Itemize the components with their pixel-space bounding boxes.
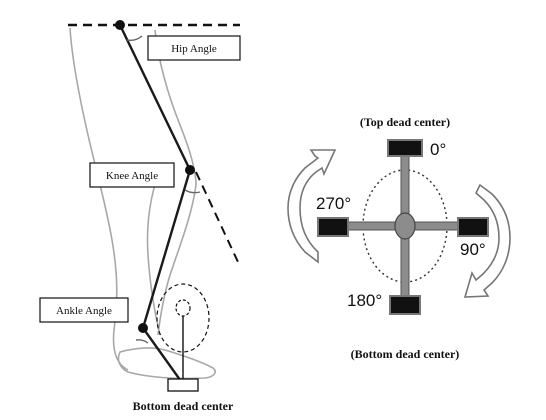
foot-segment bbox=[142, 327, 184, 385]
knee-angle-arc bbox=[184, 189, 201, 194]
bottom-dead-center-paren-label: (Bottom dead center) bbox=[351, 347, 460, 361]
pedal-90 bbox=[457, 217, 489, 237]
degree-180-label: 180° bbox=[347, 291, 382, 310]
ankle-angle-label-box: Ankle Angle bbox=[39, 297, 129, 323]
degree-270-label: 270° bbox=[316, 194, 351, 213]
shin-segment bbox=[141, 169, 192, 329]
hip-angle-label-box: Hip Angle bbox=[147, 35, 241, 61]
crank-hub bbox=[394, 212, 416, 240]
hip-angle-arc bbox=[126, 35, 143, 42]
crank-diagram: (Top dead center) 0° 90° 180° 270° (Bott… bbox=[287, 115, 511, 361]
pedal-box bbox=[167, 378, 199, 392]
top-dead-center-label: (Top dead center) bbox=[360, 115, 450, 129]
calf-outline-back bbox=[146, 169, 161, 336]
knee-angle-label: Knee Angle bbox=[106, 170, 158, 182]
leg-skeleton bbox=[118, 24, 192, 385]
left-rotation-arrow-icon bbox=[287, 149, 337, 264]
ankle-joint bbox=[138, 323, 148, 333]
pedals bbox=[317, 139, 489, 315]
degree-90-label: 90° bbox=[460, 240, 486, 259]
degree-0-label: 0° bbox=[430, 140, 446, 159]
pedal-180 bbox=[389, 295, 421, 315]
thigh-segment bbox=[118, 24, 192, 171]
hip-angle-label: Hip Angle bbox=[171, 43, 217, 55]
knee-extension-dashed-line bbox=[195, 171, 239, 263]
shin-outline-front bbox=[157, 184, 197, 336]
ankle-angle-arc bbox=[135, 339, 149, 344]
right-rotation-arrow-icon bbox=[463, 183, 511, 298]
pedal-0 bbox=[387, 139, 423, 157]
knee-angle-label-box: Knee Angle bbox=[89, 162, 175, 188]
pedal-spindle-dashed bbox=[175, 299, 191, 317]
leg-diagram: Hip Angle Knee Angle Ankle Angle Bottom … bbox=[39, 20, 241, 413]
bottom-dead-center-label: Bottom dead center bbox=[133, 399, 234, 413]
pedal-circle-dashed bbox=[156, 283, 210, 353]
pedal-270 bbox=[317, 217, 349, 237]
hip-joint bbox=[115, 20, 125, 30]
knee-joint bbox=[185, 165, 195, 175]
leg-outline-back bbox=[69, 27, 129, 371]
ankle-angle-label: Ankle Angle bbox=[56, 305, 112, 317]
foot-outline bbox=[117, 347, 216, 380]
